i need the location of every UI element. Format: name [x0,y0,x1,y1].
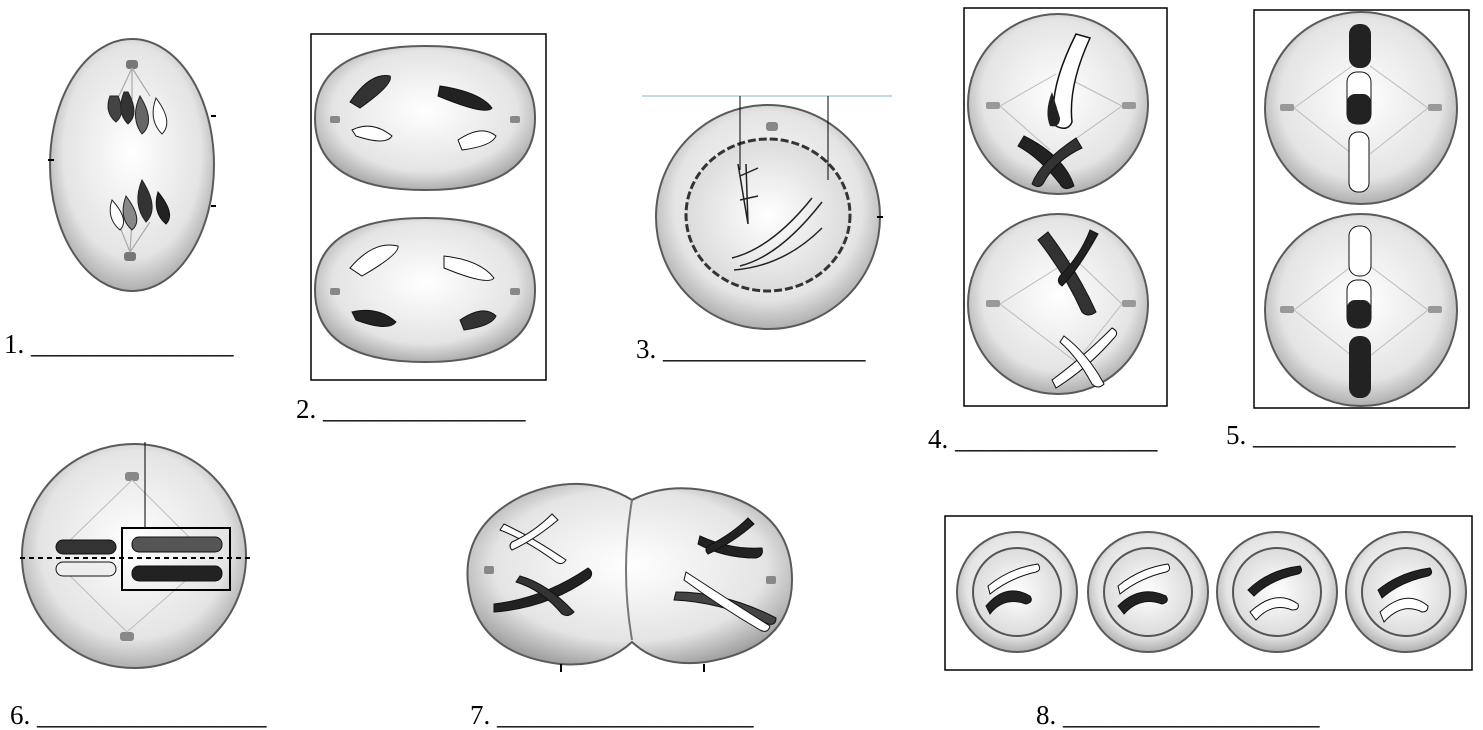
figure-4 [964,8,1167,406]
blank-6[interactable]: 6. _________________ [10,702,267,729]
blank-8[interactable]: 8. ___________________ [1036,702,1320,729]
figure-8-cell-2 [1088,532,1208,652]
blank-5[interactable]: 5. _______________ [1226,422,1456,449]
figure-8-cell-3 [1217,532,1337,652]
figure-7 [467,484,792,672]
figure-5 [1254,10,1469,408]
figure-2-cell-bottom [315,218,535,362]
figure-8-cell-4 [1346,532,1466,652]
blank-7[interactable]: 7. ___________________ [470,702,754,729]
blank-2[interactable]: 2. _______________ [296,396,526,423]
figure-2 [311,34,546,380]
figure-6 [20,442,250,668]
figure-8 [945,516,1472,670]
blank-4[interactable]: 4. _______________ [928,426,1158,453]
figure-8-cell-1 [957,532,1077,652]
figure-1 [48,39,216,291]
blank-1[interactable]: 1. _______________ [4,331,234,358]
blank-3[interactable]: 3. _______________ [636,336,866,363]
figure-3 [642,96,892,329]
figure-2-cell-top [315,46,535,190]
